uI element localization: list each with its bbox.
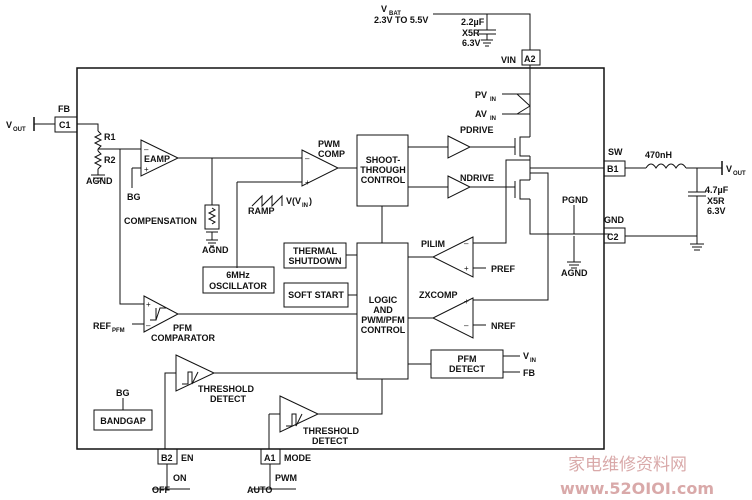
svg-text:–: – — [144, 145, 149, 154]
bg2-label: BG — [116, 388, 130, 398]
pilim-label: PILIM — [421, 239, 445, 249]
eamp-label: EAMP — [144, 154, 170, 164]
pin-b1: B1 — [607, 164, 619, 174]
threshold1-2: DETECT — [210, 394, 247, 404]
pin-fb: FB — [58, 104, 70, 114]
svg-text:OUT: OUT — [733, 171, 746, 177]
pin-c2: C2 — [607, 232, 619, 242]
thermal-1: THERMAL — [293, 246, 337, 256]
cap-out-voltage: 6.3V — [707, 206, 726, 216]
osc-1: 6MHz — [226, 270, 250, 280]
svg-text:IN: IN — [302, 203, 308, 209]
softstart: SOFT START — [288, 290, 344, 300]
osc-2: OSCILLATOR — [209, 281, 267, 291]
bandgap: BANDGAP — [100, 416, 146, 426]
ramp-label: RAMP — [248, 206, 275, 216]
off-label: OFF — [152, 485, 170, 495]
pin-a2-box — [521, 49, 541, 66]
svg-text:+: + — [464, 264, 469, 273]
agnd2-label: AGND — [202, 245, 229, 255]
pwm-comp-2: COMP — [318, 149, 345, 159]
auto-label: AUTO — [247, 485, 272, 495]
vbat-label: V — [381, 4, 387, 14]
vout-right: V — [726, 164, 732, 174]
cap-out-value: 4.7µF — [705, 185, 729, 195]
pwm-label: PWM — [275, 473, 297, 483]
svg-text:IN: IN — [490, 116, 496, 122]
thermal-2: SHUTDOWN — [289, 256, 342, 266]
cap-in-value: 2.2µF — [461, 17, 485, 27]
cap-in-type: X5R — [462, 28, 480, 38]
pref-label: PREF — [491, 264, 516, 274]
r2-label: R2 — [104, 155, 116, 165]
vvin-label: V(V — [286, 196, 301, 206]
svg-text:+: + — [144, 165, 149, 174]
pin-mode: MODE — [284, 453, 311, 463]
pvin: PV — [475, 90, 487, 100]
pin-en: EN — [181, 453, 194, 463]
svg-text:+: + — [146, 300, 151, 309]
shoot-2: THROUGH — [360, 165, 406, 175]
ref-pfm-label: REF — [93, 321, 112, 331]
nref-label: NREF — [491, 321, 516, 331]
svg-text:IN: IN — [530, 358, 536, 364]
svg-text:–: – — [464, 239, 469, 248]
agnd1-label: AGND — [86, 176, 113, 186]
pdrive-label: PDRIVE — [460, 125, 494, 135]
ic-boundary — [76, 67, 605, 450]
fb-input: FB — [523, 368, 535, 378]
svg-text:–: – — [464, 321, 469, 330]
threshold1-1: THRESHOLD — [198, 384, 255, 394]
logic-2: AND — [373, 305, 393, 315]
inductor-label: 470nH — [645, 150, 672, 160]
avin: AV — [475, 109, 487, 119]
logic-1: LOGIC — [369, 295, 398, 305]
pin-b2: B2 — [161, 453, 173, 463]
logic-4: CONTROL — [361, 325, 406, 335]
vbat-range: 2.3V TO 5.5V — [374, 15, 428, 25]
svg-text:–: – — [146, 321, 151, 330]
threshold2-2: DETECT — [312, 436, 349, 446]
svg-text:–: – — [305, 154, 310, 163]
threshold2-1: THRESHOLD — [303, 426, 360, 436]
r1-label: R1 — [104, 132, 116, 142]
watermark-url: www.52OIOI.com — [560, 479, 714, 498]
pfm-comp-1: PFM — [173, 323, 192, 333]
logic-3: PWM/PFM — [361, 315, 405, 325]
shoot-1: SHOOT- — [366, 155, 401, 165]
pfm-comp-2: COMPARATOR — [151, 333, 215, 343]
pin-sw: SW — [608, 147, 623, 157]
ndrive-label: NDRIVE — [460, 173, 494, 183]
vout-left: V — [6, 120, 12, 130]
pin-gnd: GND — [604, 215, 625, 225]
pwm-comp-1: PWM — [318, 139, 340, 149]
pin-c1: C1 — [59, 120, 71, 130]
zxcomp-label: ZXCOMP — [419, 290, 458, 300]
vin-input: V — [523, 351, 529, 361]
oscillator-box — [202, 266, 275, 294]
pfmdet-1: PFM — [458, 354, 477, 364]
vbat-sub: BAT — [389, 11, 401, 17]
agnd3-label: AGND — [561, 268, 588, 278]
svg-text:): ) — [309, 196, 312, 206]
svg-text:IN: IN — [490, 97, 496, 103]
pin-a1: A1 — [264, 453, 276, 463]
svg-text:+: + — [305, 178, 310, 187]
svg-text:PFM: PFM — [112, 328, 125, 334]
pgnd-label: PGND — [562, 195, 589, 205]
shoot-3: CONTROL — [361, 175, 406, 185]
cap-out-type: X5R — [707, 196, 725, 206]
on-label: ON — [173, 473, 187, 483]
pfmdet-2: DETECT — [449, 364, 486, 374]
bg1-label: BG — [127, 192, 141, 202]
watermark-text: 家电维修资料网 — [568, 455, 687, 475]
cap-in-voltage: 6.3V — [462, 38, 481, 48]
svg-text:+: + — [464, 297, 469, 306]
pin-vin: VIN — [501, 55, 516, 65]
compensation-label: COMPENSATION — [124, 216, 197, 226]
pin-a2: A2 — [524, 54, 536, 64]
svg-text:OUT: OUT — [13, 127, 26, 133]
